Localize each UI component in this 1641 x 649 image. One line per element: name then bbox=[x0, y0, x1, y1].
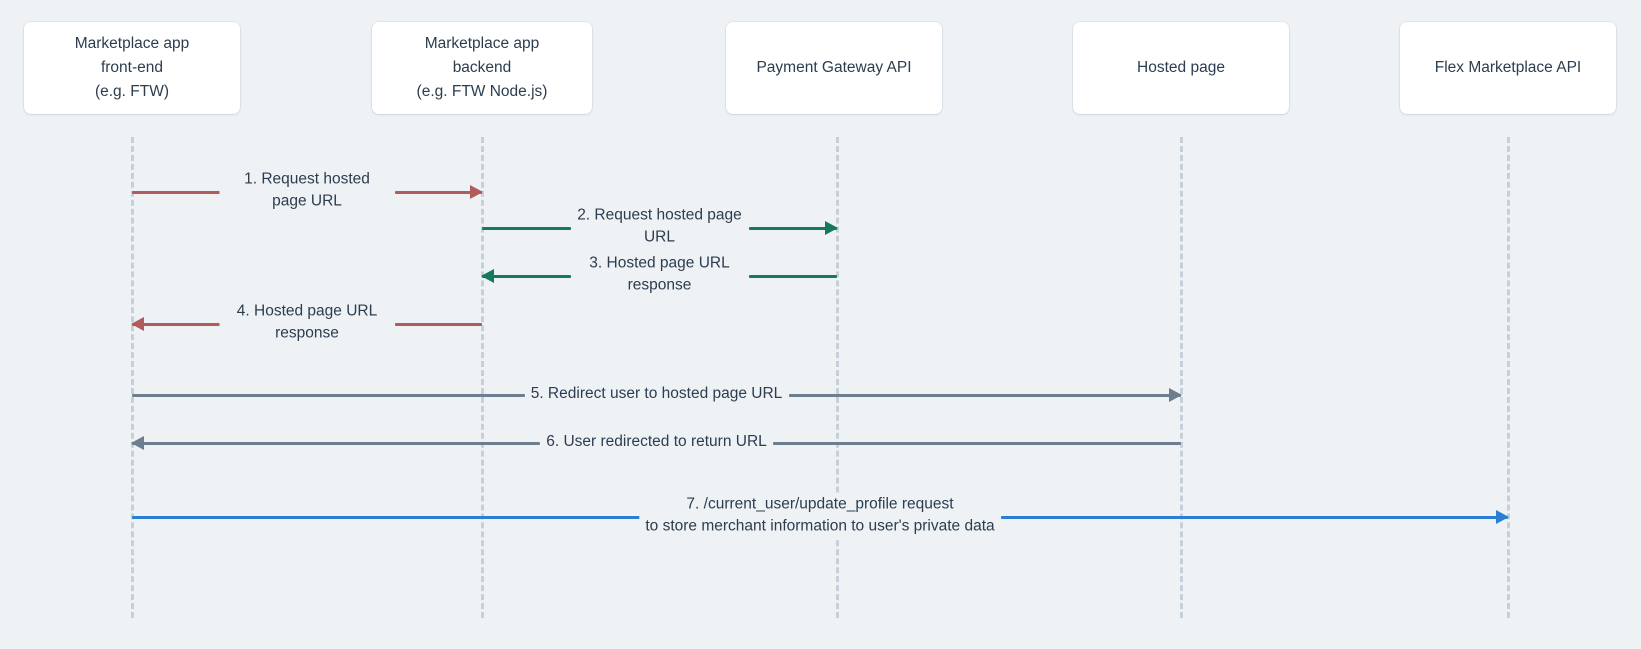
message-line-7-right bbox=[1000, 510, 1509, 524]
message-label-4: 4. Hosted page URL response bbox=[219, 300, 395, 346]
message-line-6-right bbox=[773, 442, 1181, 445]
arrowhead-left-icon bbox=[481, 269, 494, 283]
lifeline-hosted-page bbox=[1180, 137, 1183, 618]
message-line-7-left bbox=[132, 516, 640, 519]
participant-flex-api[interactable]: Flex Marketplace API bbox=[1400, 22, 1616, 114]
participant-frontend[interactable]: Marketplace app front-end (e.g. FTW) bbox=[24, 22, 240, 114]
participant-backend[interactable]: Marketplace app backend (e.g. FTW Node.j… bbox=[372, 22, 592, 114]
arrowhead-right-icon bbox=[1496, 510, 1509, 524]
arrowhead-left-icon bbox=[131, 317, 144, 331]
participant-label: Hosted page bbox=[1137, 58, 1225, 76]
lifeline-frontend bbox=[131, 137, 134, 618]
message-label-6: 6. User redirected to return URL bbox=[540, 430, 773, 454]
message-line-2-left bbox=[482, 227, 571, 230]
participant-label: Marketplace app front-end (e.g. FTW) bbox=[74, 34, 190, 100]
message-line-3-right bbox=[748, 275, 837, 278]
message-line-5-left bbox=[132, 394, 525, 397]
message-line-1-left bbox=[132, 191, 220, 194]
lifeline-backend bbox=[481, 137, 484, 618]
message-label-2: 2. Request hosted page URL bbox=[570, 204, 749, 250]
lifeline-payment-gateway bbox=[836, 137, 839, 618]
lifeline-flex-api bbox=[1507, 137, 1510, 618]
participant-label: Flex Marketplace API bbox=[1434, 58, 1582, 76]
message-label-7: 7. /current_user/update_profile request … bbox=[639, 493, 1001, 539]
message-label-1: 1. Request hosted page URL bbox=[219, 168, 395, 214]
message-line-1-right bbox=[394, 185, 483, 199]
participant-payment-gateway[interactable]: Payment Gateway API bbox=[726, 22, 942, 114]
arrowhead-left-icon bbox=[131, 436, 144, 450]
message-line-4-right bbox=[394, 323, 482, 326]
message-label-5: 5. Redirect user to hosted page URL bbox=[524, 382, 789, 406]
arrowhead-right-icon bbox=[470, 185, 483, 199]
participant-label: Payment Gateway API bbox=[756, 58, 912, 76]
message-line-4-left bbox=[131, 317, 220, 331]
arrowhead-right-icon bbox=[825, 221, 838, 235]
arrowhead-right-icon bbox=[1169, 388, 1182, 402]
participant-label: Marketplace app backend (e.g. FTW Node.j… bbox=[416, 34, 548, 100]
message-label-3: 3. Hosted page URL response bbox=[570, 252, 749, 298]
message-line-6-left bbox=[131, 436, 540, 450]
message-line-2-right bbox=[748, 221, 838, 235]
participant-hosted-page[interactable]: Hosted page bbox=[1073, 22, 1289, 114]
message-line-5-right bbox=[788, 388, 1182, 402]
message-line-3-left bbox=[481, 269, 571, 283]
